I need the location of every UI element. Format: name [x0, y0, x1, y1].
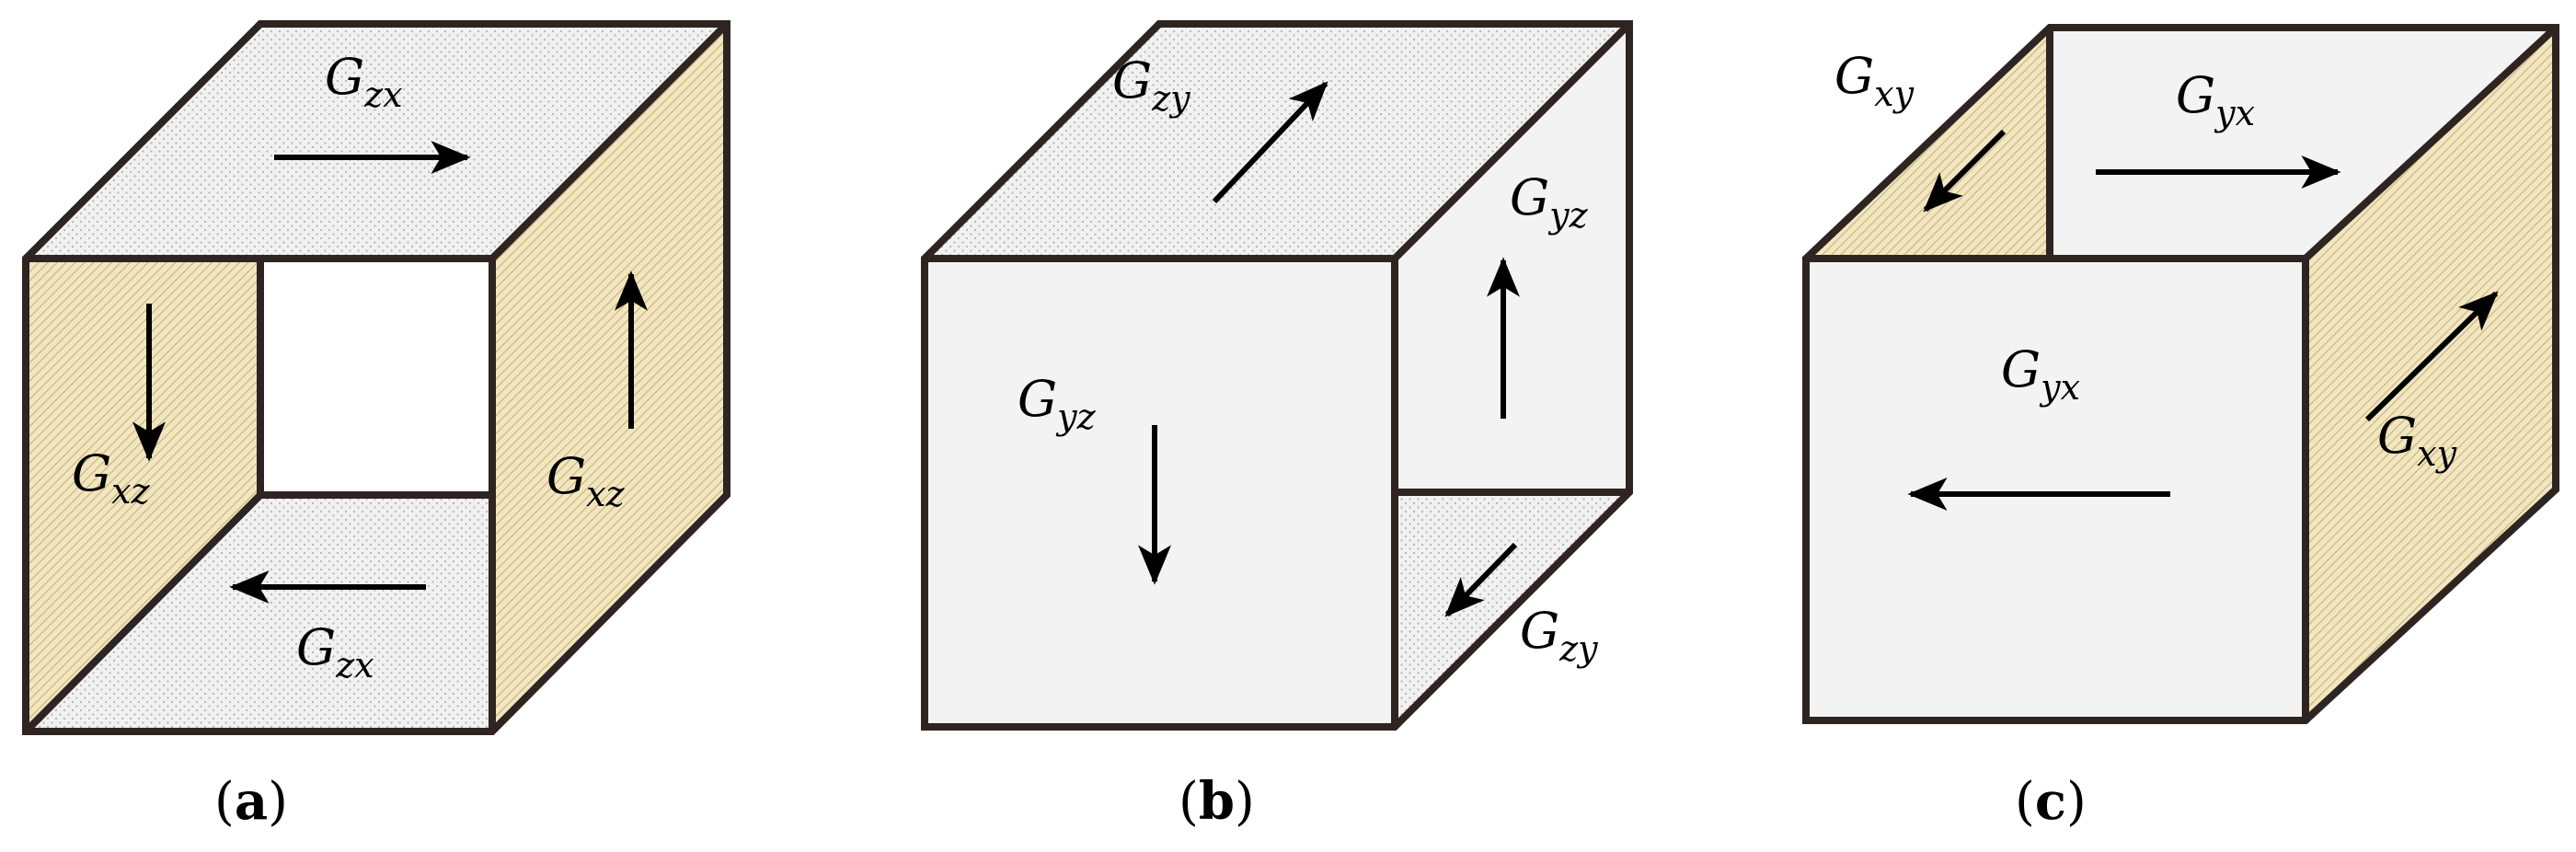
label-c-right: Gxy — [2377, 407, 2457, 474]
label-c-front: Gyx — [2001, 340, 2080, 408]
label-b-right: Gyz — [1510, 168, 1589, 236]
panel-b: Gzy Gyz Gyz Gzy (b) — [921, 20, 1633, 832]
cube-a-top-face — [26, 24, 727, 259]
label-a-bottom: Gzx — [296, 618, 374, 685]
label-a-left: Gxz — [72, 444, 151, 512]
arrow-c-right — [2364, 291, 2499, 422]
cube-a-hole — [260, 259, 492, 495]
caption-b: (b) — [1179, 771, 1255, 832]
arrow-b-bottom — [1444, 542, 1518, 617]
cube-a-bottom-face — [26, 495, 492, 731]
caption-c: (c) — [2015, 771, 2087, 832]
panel-a: Gzx Gxz Gxz Gzx (a) — [22, 20, 730, 832]
cube-b-front-face — [925, 259, 1395, 727]
label-a-right: Gxz — [546, 447, 626, 514]
label-b-top: Gzy — [1112, 52, 1190, 119]
label-c-top: Gyx — [2176, 66, 2255, 133]
arrow-b-top — [1212, 81, 1328, 204]
label-b-bottom: Gzy — [1520, 602, 1598, 669]
arrow-c-left — [1923, 129, 2007, 213]
cube-c-back-face — [2050, 28, 2556, 259]
label-b-front: Gyz — [1018, 370, 1097, 437]
cube-c-front-face — [1806, 259, 2306, 720]
label-c-left: Gxy — [1834, 47, 1915, 114]
cube-a-inner-edge — [23, 492, 263, 734]
panel-c: Gxy Gyx Gyx Gxy (c) — [1802, 24, 2559, 832]
cube-a-hole-edge — [257, 255, 496, 499]
caption-a: (a) — [214, 771, 288, 832]
label-a-top: Gzx — [325, 48, 403, 115]
cube-a-left-face — [26, 259, 260, 731]
